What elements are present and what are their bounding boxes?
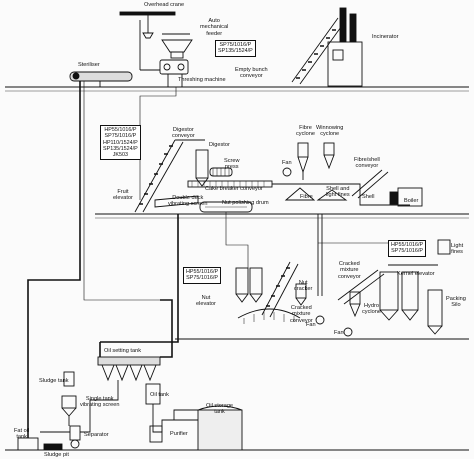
hydro-cyclone xyxy=(349,291,361,318)
label-sludge-pit: Sludge pit xyxy=(44,452,69,458)
model-box-kernel: HP55/1016/P SP75/1016/P xyxy=(388,240,427,257)
model-number: SP135/1524/P xyxy=(218,48,253,55)
label-fan-3: Fan xyxy=(334,330,344,336)
label-shell: Shell xyxy=(362,194,375,200)
label-purifier: Purifier xyxy=(170,431,188,437)
model-number: SP75/1016/P xyxy=(186,275,218,282)
model-number: SP75/1016/P xyxy=(391,248,423,255)
label-fan-2: Fan xyxy=(306,322,316,328)
label-fan-1: Fan xyxy=(282,160,292,166)
label-steriliser: Steriliser xyxy=(78,62,100,68)
purifier xyxy=(149,425,163,443)
oil-setting-tank xyxy=(97,356,161,382)
model-box-top: SP75/1016/P SP135/1524/P xyxy=(215,40,256,57)
model-number: SP75/1016/P xyxy=(104,133,137,140)
label-cake-breaker-conveyor: Cake breaker conveyor xyxy=(205,186,263,192)
single-tank xyxy=(61,395,77,417)
model-number: HP55/1016/P xyxy=(391,242,424,248)
nut-elevator xyxy=(261,261,299,318)
fan-3 xyxy=(343,327,353,337)
screw-press xyxy=(209,167,233,177)
fan-1 xyxy=(282,167,292,177)
label-separator: Separator xyxy=(84,432,109,438)
nut-conveyor-chain xyxy=(237,308,301,319)
nut-silos xyxy=(235,267,263,303)
sludge-tank xyxy=(63,371,75,387)
overhead-crane xyxy=(119,11,176,39)
double-deck-vibrating-screen xyxy=(154,195,199,208)
model-box-nut: HP55/1016/P SP75/1016/P xyxy=(183,267,222,284)
separator xyxy=(69,425,81,449)
model-number: JK503 xyxy=(112,152,129,159)
steriliser xyxy=(69,71,133,87)
label-digestor: Digestor xyxy=(209,142,230,148)
label-oil-setting-tank: Oil setting tank xyxy=(104,348,141,354)
sludge-pit xyxy=(43,443,63,451)
fan-2 xyxy=(315,315,325,325)
empty-bunch-conveyor xyxy=(291,17,347,85)
oil-storage-tank xyxy=(197,405,243,451)
kernel-silos xyxy=(379,264,438,321)
auto-mechanical-feeder xyxy=(161,33,193,59)
label-kernel-elevator: Kernel elevator xyxy=(397,271,435,277)
light-fines-tank xyxy=(437,239,451,255)
incinerator xyxy=(327,7,363,87)
model-box-mid: HP55/1016/P SP75/1016/P HP110/1524/P SP1… xyxy=(100,125,141,161)
threshing-machine xyxy=(159,59,189,87)
nut-cracker xyxy=(295,283,307,306)
model-number: SP75/1016/P xyxy=(219,42,252,48)
fibre-cyclone xyxy=(297,142,309,180)
model-number: HP55/1016/P xyxy=(186,269,219,275)
label-threshing-machine: Threshing machine xyxy=(178,77,226,83)
shell-pile xyxy=(316,189,348,201)
label-nut-polishing-drum: Nut polishing drum xyxy=(222,200,269,206)
boiler xyxy=(389,187,423,207)
fibre-shell-conveyor xyxy=(351,169,389,199)
label-overhead-crane: Overhead crane xyxy=(144,2,185,8)
label-boiler: Boiler xyxy=(404,198,419,204)
model-number: HP110/1524/P xyxy=(103,139,138,146)
label-oil-tank: Oil tank xyxy=(150,392,169,398)
label-incinerator: Incinerator xyxy=(372,34,399,40)
fruit-elevator xyxy=(134,139,184,213)
winnowing-cyclone xyxy=(323,142,335,170)
cracked-mixture-conveyor xyxy=(337,269,385,305)
model-number: HP55/1016/P xyxy=(104,127,137,133)
packing-silo xyxy=(427,289,443,335)
label-sludge-tank: Sludge tank xyxy=(39,378,69,384)
model-number: SP135/1524/P xyxy=(103,145,138,152)
label-fibre: Fibre xyxy=(300,194,313,200)
fibre-pile xyxy=(284,187,316,201)
